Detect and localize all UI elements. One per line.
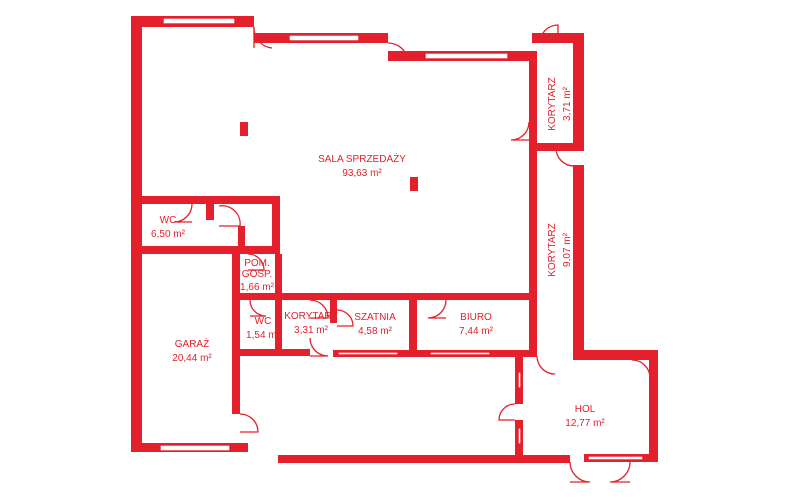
room-area-garaz: 20,44 m²: [172, 353, 212, 364]
room-name-korytarz-c: KORYTARZ: [284, 311, 338, 322]
window: [517, 427, 522, 445]
window: [424, 52, 509, 60]
wall-wc-top: [131, 196, 279, 204]
wall-rooms-top: [275, 293, 537, 300]
pillar: [240, 122, 248, 136]
door-swing: [536, 355, 556, 375]
wall-corridor-sep: [529, 143, 584, 151]
room-labels: SALA SPRZEDAŻY 93,63 m² KORYTARZ 3,71 m²…: [151, 77, 605, 429]
room-area-hol: 12,77 m²: [565, 418, 605, 429]
wall-right-corridor-upper: [573, 33, 584, 149]
door-swing: [498, 403, 516, 421]
room-name-biuro: BIURO: [460, 312, 492, 323]
door-swing: [387, 42, 409, 62]
room-area-korytarz-a: 3,71 m²: [562, 86, 573, 121]
windows: [159, 17, 644, 461]
wall-pom-right: [275, 254, 282, 300]
window: [587, 455, 644, 461]
room-name-szatnia: SZATNIA: [354, 312, 396, 323]
walls: [131, 16, 658, 463]
wall-right-corridor-lower: [573, 165, 584, 355]
wall-bottom-main: [278, 455, 570, 463]
wall-wc-mid-low: [238, 226, 245, 251]
wall-wc-mid: [206, 204, 214, 220]
window: [517, 371, 522, 389]
room-area-wc-a: 6,50 m²: [151, 229, 186, 240]
door-swing: [510, 121, 530, 141]
room-area-wc-b: 1,54 m²: [246, 330, 281, 341]
door-swing: [427, 299, 447, 319]
room-name-hol: HOL: [575, 404, 596, 415]
room-name-pom-1: POM.: [244, 258, 270, 269]
door-swing: [569, 461, 591, 483]
door-swing: [309, 299, 329, 319]
wall-hall-right: [649, 350, 658, 462]
door-swing: [309, 337, 329, 357]
window: [288, 34, 360, 42]
room-name-garaz: GARAŻ: [175, 337, 209, 350]
wall-wc-right: [272, 196, 280, 254]
room-name-korytarz-b: KORYTARZ: [547, 223, 558, 277]
door-swing: [609, 461, 631, 483]
door-swing: [336, 309, 354, 327]
door-swing: [631, 359, 651, 379]
room-area-korytarz-b: 9,07 m²: [562, 232, 573, 267]
door-swing: [249, 299, 267, 317]
wall-corridor-left: [529, 51, 537, 356]
wall-pom-bottom: [232, 293, 282, 300]
wall-wc-bottom: [131, 246, 279, 254]
door-swing: [218, 205, 241, 227]
room-area-szatnia: 4,58 m²: [358, 326, 393, 337]
doors: [173, 24, 651, 483]
room-name-pom-2: GOSP.: [242, 269, 272, 280]
wall-wc-b-right: [275, 300, 282, 356]
room-area-sala: 93,63 m²: [342, 168, 382, 179]
window: [429, 351, 491, 356]
door-swing: [539, 24, 559, 44]
door-swing: [173, 203, 193, 223]
window: [159, 444, 231, 452]
room-area-biuro: 7,44 m²: [459, 326, 494, 337]
wall-szatnia-right: [409, 293, 417, 357]
door-swing: [555, 147, 575, 167]
room-name-wc-a: WC: [160, 215, 177, 226]
door-swing: [239, 413, 259, 433]
wall-garage-right: [232, 254, 240, 414]
room-area-pom: 1,66 m²: [240, 282, 275, 293]
window: [337, 351, 399, 356]
room-name-sala: SALA SPRZEDAŻY: [318, 152, 406, 165]
wall-left-outer: [131, 16, 142, 452]
wall-szatnia-left: [330, 293, 337, 323]
room-area-korytarz-c: 3,31 m²: [294, 325, 329, 336]
window: [162, 17, 236, 25]
room-name-korytarz-a: KORYTARZ: [547, 77, 558, 131]
pillar: [410, 177, 418, 191]
room-name-wc-b: WC: [255, 316, 272, 327]
wall-hall-top: [573, 350, 657, 360]
door-swing: [247, 253, 265, 271]
